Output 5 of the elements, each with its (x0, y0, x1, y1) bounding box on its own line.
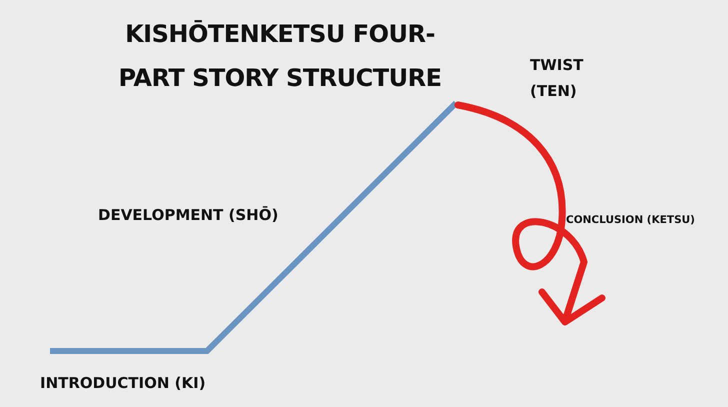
stage-label: TWIST (TEN) (530, 55, 584, 102)
stage-label: DEVELOPMENT (SHŌ) (98, 205, 278, 226)
stage-label: CONCLUSION (KETSU) (566, 213, 695, 228)
stage-label: INTRODUCTION (KI) (40, 373, 206, 394)
title: KISHŌTENKETSU FOUR-PART STORY STRUCTURE (117, 19, 443, 94)
